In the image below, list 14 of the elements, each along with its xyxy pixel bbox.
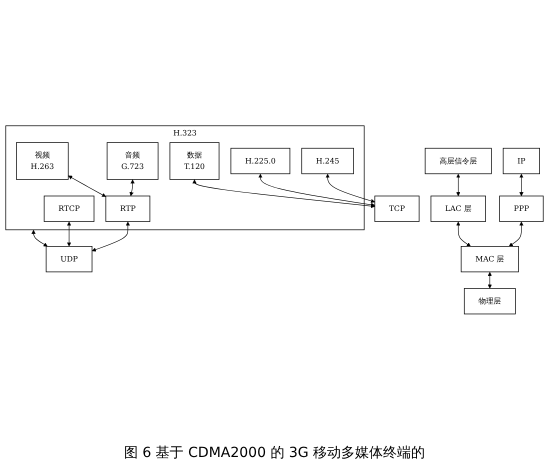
arrow xyxy=(68,176,106,197)
arrow xyxy=(258,174,375,207)
arrow xyxy=(192,180,376,208)
arrow xyxy=(31,230,48,247)
arrow xyxy=(456,174,460,196)
arrow xyxy=(519,174,524,196)
arrow xyxy=(130,180,135,196)
arrow xyxy=(456,222,471,247)
caption: 图 6 基于 CDMA2000 的 3G 移动多媒体终端的 xyxy=(122,444,426,462)
arrow xyxy=(508,222,524,247)
arrow xyxy=(488,272,492,289)
arrow xyxy=(92,222,130,252)
arrow xyxy=(326,174,375,204)
arrow xyxy=(67,222,72,247)
